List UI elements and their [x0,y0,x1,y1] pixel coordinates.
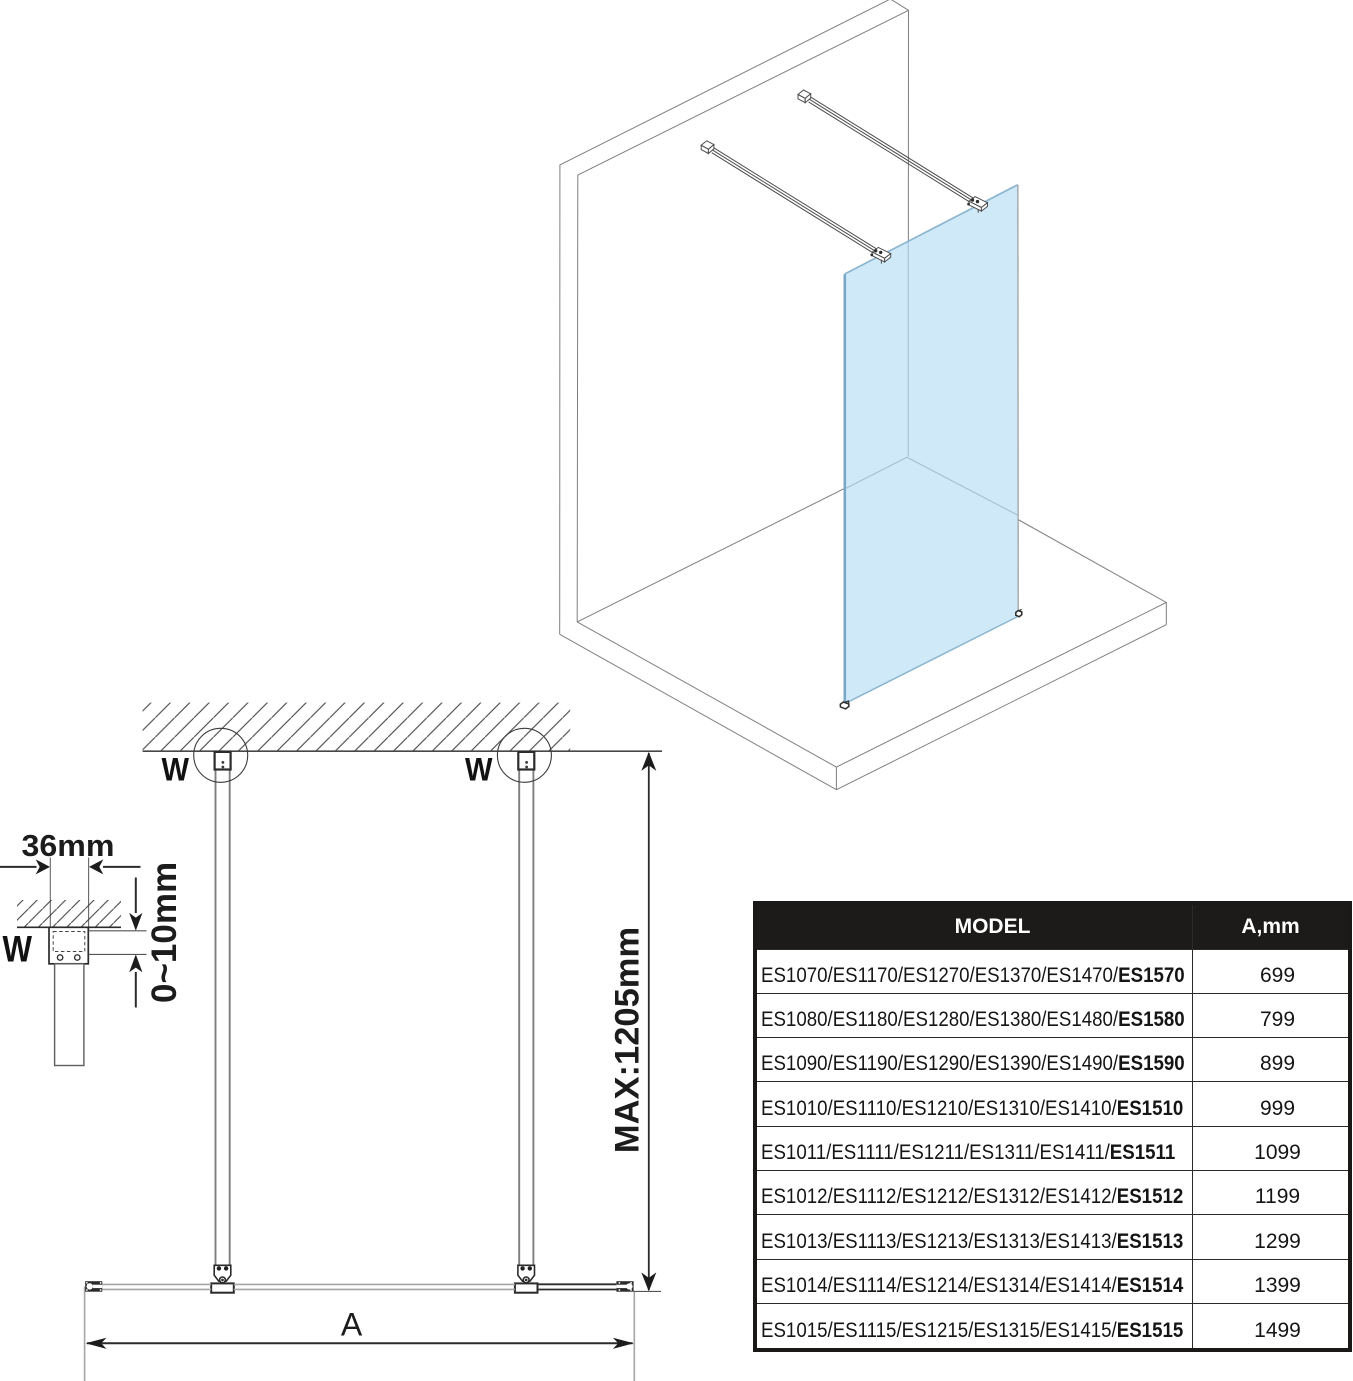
svg-text:0~10mm: 0~10mm [145,862,184,1003]
svg-text:W: W [3,929,33,970]
svg-text:A: A [341,1307,363,1343]
svg-text:MAX:1205mm: MAX:1205mm [609,927,647,1153]
svg-text:W: W [162,752,190,788]
svg-text:W: W [465,752,493,788]
svg-text:36mm: 36mm [22,828,115,863]
